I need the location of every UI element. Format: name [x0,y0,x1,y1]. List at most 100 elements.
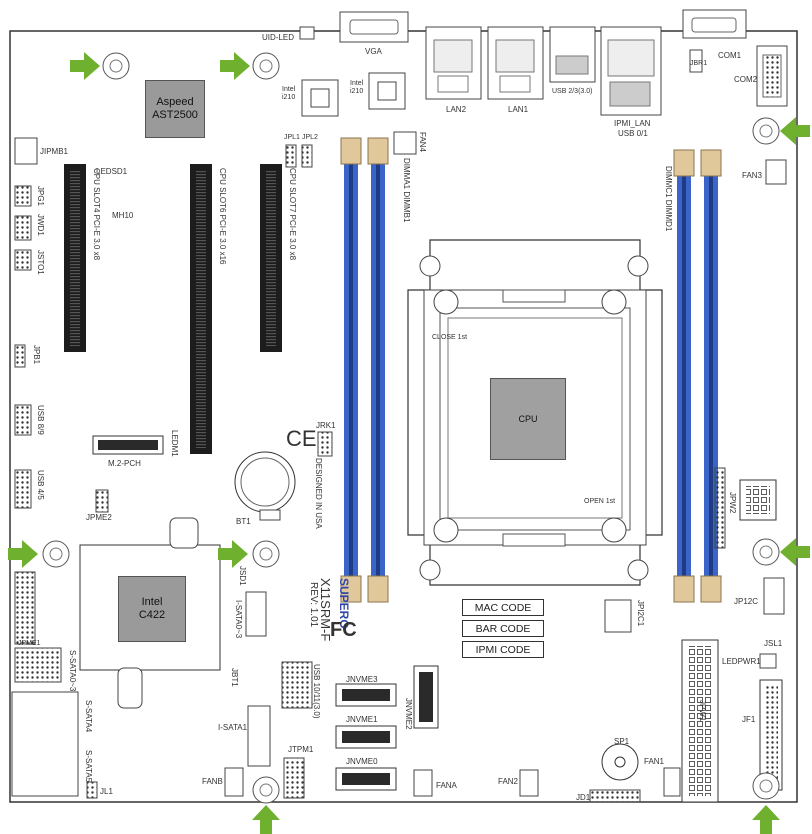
i210b-l2: i210 [350,88,364,96]
designed-in-usa: DESIGNED IN USA [314,458,323,529]
close1-label: CLOSE 1st [432,334,468,341]
led-pwr-label: LEDPWR1 [722,657,761,666]
jpl1-label: JPL1 [284,134,300,141]
ipmi-lan-connector [600,26,662,116]
jrk1-label: JRK1 [316,421,336,430]
dimm-b1 [367,137,389,603]
jsto-label: JSTO1 [36,250,45,275]
slot7-label: CPU SLOT7 PCI-E 3.0 x8 [288,168,297,261]
fana-label: FANA [436,781,457,790]
intel-pch-chip: Intel C422 [118,576,186,642]
fc-mark: FC [330,619,357,641]
pch-line1: Intel [141,596,163,609]
fan3-label: FAN3 [742,171,763,180]
lan2-label: LAN2 [446,105,467,114]
nvme-connectors [335,665,439,791]
jpme2-label: JPME2 [86,513,112,522]
lan2-connector [425,26,482,100]
jpi2c1-label: JPI2C1 [636,600,645,627]
center-headers [86,49,787,803]
pch-line2: C422 [138,609,166,621]
dimmc-label: DIMMC1 DIMMD1 [664,166,673,232]
fan4-label: FAN4 [418,132,427,153]
ssata-label: S-SATA0~3 [68,650,77,692]
jipmb1-label: JIPMB1 [40,147,69,156]
jnvme3-label: JNVME3 [346,675,378,684]
fan2-label: FAN2 [498,777,519,786]
ssata5-label: S-SATA5 [84,750,93,783]
i210b-l1: Intel [350,80,364,87]
pcie-slot-4 [64,164,86,352]
mac-code-label: MAC CODE [462,599,544,616]
jsl1-label: JSL1 [764,639,783,648]
jpg1-label: JPG1 [36,186,45,207]
lan1-label: LAN1 [508,105,529,114]
jpl2-label: JPL2 [302,134,318,141]
usb23-connector [549,26,596,83]
bt-label: BT1 [236,517,251,526]
i210a-l2: i210 [282,94,296,102]
jsd1-label: JSD1 [238,566,247,586]
board-revision: REV: 1.01 [308,582,319,628]
isata-label: I-SATA0~3 [234,600,243,639]
lan1-connector [487,26,544,100]
usb01-label: USB 0/1 [618,129,648,138]
jnvme1-label: JNVME1 [346,715,378,724]
usb89-label: USB 8/9 [36,405,45,435]
ledm-label: LEDM1 [170,430,179,457]
speaker [601,743,639,781]
slot4-label: CPU SLOT4 PCI-E 3.0 x8 [92,168,101,261]
isata1-label: I-SATA1 [218,723,248,732]
pcie-slot-7 [260,164,282,352]
jl1-label: JL1 [100,787,113,796]
atx-power-connector [681,639,719,803]
dimm-a1 [340,137,362,603]
vga-label: VGA [365,47,382,56]
dimma-label: DIMMA1 DIMMB1 [402,158,411,223]
aspeed-bmc-chip: Aspeed AST2500 [145,80,205,138]
jtpm1-label: JTPM1 [288,745,314,754]
open1-label: OPEN 1st [584,498,616,505]
jnvme2-label: JNVME2 [404,698,413,730]
ipmi-code-label: IPMI CODE [462,641,544,658]
mounting-holes [42,52,780,804]
aspeed-line1: Aspeed [156,96,194,109]
ssata4-label: S-SATA4 [84,700,93,733]
ledsd-label: LEDSD1 [96,167,128,176]
m2-slot [92,435,164,455]
jpme1-label: JPME1 [18,640,41,647]
uid-led-label: UID-LED [262,33,295,42]
m2-label: M.2-PCH [108,459,141,468]
jnvme0-label: JNVME0 [346,757,378,766]
mounting-arrows [8,52,810,834]
jf1-label: JF1 [742,715,756,724]
com2-label: COM2 [734,75,758,84]
com2-header [756,45,788,107]
com1-connector [682,9,747,39]
mh10-label: MH10 [112,211,134,220]
aspeed-line2: AST2500 [152,109,198,121]
jd1-label: JD1 [576,793,591,802]
jbr-label: JBR1 [690,60,708,67]
sp1-label: SP1 [614,737,630,746]
jwd-label: JWD1 [36,214,45,236]
usb1011-label: USB 10/11(3.0) [312,664,321,719]
pcie-slot-6 [190,164,212,454]
slot6-label: CPU SLOT6 PCI-E 3.0 x16 [218,168,227,265]
ce-mark: CE [286,426,317,451]
jpw2-label: JPW2 [728,492,737,514]
cpu-chip: CPU [490,378,566,460]
ipmi-lan-label: IPMI_LAN [614,119,651,128]
left-headers [11,137,79,797]
fan1-label: FAN1 [644,757,665,766]
jpw1-label: JPW1 [698,700,707,722]
bar-code-label: BAR CODE [462,620,544,637]
uid-led-button [299,26,315,40]
dimm-c1 [673,149,695,603]
jpw2-connector [739,479,777,521]
jbt-label: JBT1 [230,668,239,687]
com1-label: COM1 [718,51,742,60]
jp12-label: JP12C [734,597,759,606]
